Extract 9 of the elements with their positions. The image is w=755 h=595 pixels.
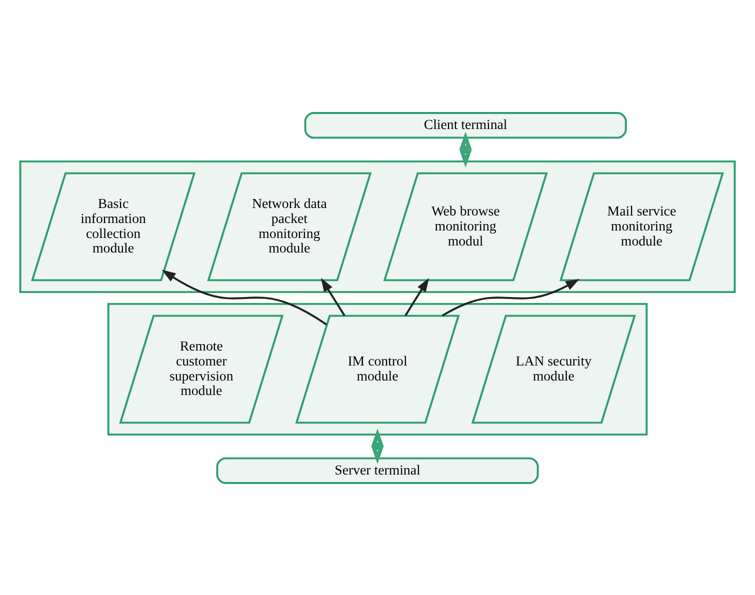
node-box: Server terminal	[216, 456, 539, 484]
cluster	[107, 302, 648, 436]
arrow	[404, 277, 430, 316]
arrow	[459, 131, 472, 167]
arrow	[162, 269, 328, 325]
arrow	[371, 428, 384, 464]
arrow	[320, 277, 346, 316]
node-box: Client terminal	[304, 111, 627, 138]
arrow	[442, 278, 580, 316]
